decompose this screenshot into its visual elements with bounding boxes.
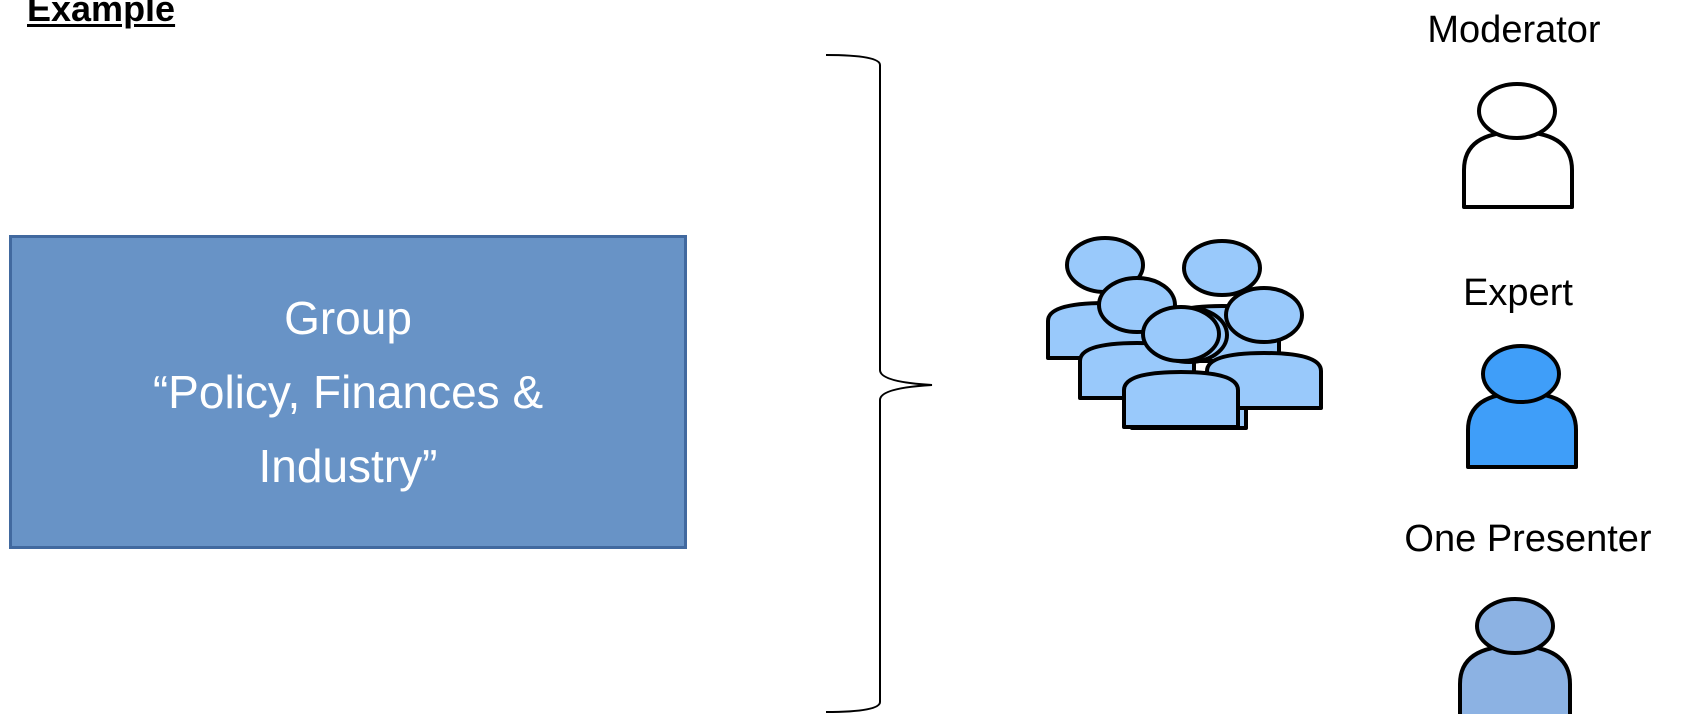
crowd-icon bbox=[1046, 236, 1323, 430]
role-label-moderator: Moderator bbox=[1427, 9, 1601, 51]
crowd-person-head-5 bbox=[1224, 286, 1304, 344]
group-box: Group “Policy, Finances & Industry” bbox=[9, 235, 687, 549]
role-label-expert: Expert bbox=[1463, 272, 1573, 314]
crowd-person-head-6 bbox=[1141, 305, 1221, 363]
crowd-person-head-2 bbox=[1182, 239, 1262, 297]
group-box-line-2: “Policy, Finances & bbox=[152, 366, 544, 418]
right-brace bbox=[825, 54, 933, 713]
crowd-person-body-6 bbox=[1122, 370, 1240, 429]
presenter-person-icon bbox=[1458, 597, 1572, 714]
expert-person-icon bbox=[1466, 344, 1578, 469]
heading: Example bbox=[27, 0, 176, 29]
group-box-line-3: Industry” bbox=[258, 440, 438, 492]
group-box-line-1: Group bbox=[284, 292, 412, 344]
role-label-presenter: One Presenter bbox=[1404, 518, 1652, 560]
moderator-person-icon bbox=[1462, 82, 1574, 209]
